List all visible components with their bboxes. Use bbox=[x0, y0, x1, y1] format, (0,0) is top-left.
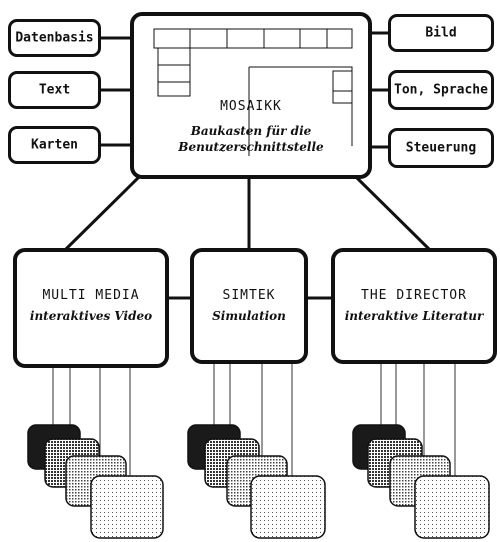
drop-lines bbox=[52, 363, 456, 478]
module-title: SIMTEK bbox=[222, 288, 276, 303]
module-subtitle: interaktive Literatur bbox=[344, 309, 484, 323]
node-ton-sprache: Ton, Sprache bbox=[388, 70, 494, 110]
node-label: Text bbox=[38, 82, 71, 98]
center-title: MOSAIKK bbox=[220, 99, 282, 114]
node-label: Datenbasis bbox=[15, 30, 94, 46]
center-mosaikk-box: MOSAIKK Baukasten für die Benutzerschnit… bbox=[130, 12, 372, 179]
connectors-modules bbox=[63, 174, 432, 300]
node-label: Ton, Sprache bbox=[394, 82, 488, 98]
module-subtitle: interaktives Video bbox=[29, 309, 153, 323]
module-multimedia: MULTI MEDIA interaktives Video bbox=[13, 248, 169, 368]
node-label: Steuerung bbox=[405, 140, 477, 156]
center-subtitle-line1: Baukasten für die bbox=[190, 124, 312, 138]
module-director: THE DIRECTOR interaktive Literatur bbox=[331, 248, 497, 364]
module-simtek: SIMTEK Simulation bbox=[190, 248, 308, 364]
node-karten: Karten bbox=[8, 126, 101, 164]
node-datenbasis: Datenbasis bbox=[8, 19, 101, 57]
node-text: Text bbox=[8, 71, 101, 109]
node-label: Karten bbox=[31, 137, 78, 153]
node-bild: Bild bbox=[388, 14, 494, 52]
node-steuerung: Steuerung bbox=[388, 128, 494, 168]
module-subtitle: Simulation bbox=[212, 309, 286, 323]
ui-grid-sketch bbox=[153, 28, 353, 156]
tile-stack-multimedia bbox=[27, 424, 164, 539]
connectors-side bbox=[100, 31, 390, 149]
module-title: MULTI MEDIA bbox=[42, 288, 140, 303]
tile-stack-simtek bbox=[187, 424, 326, 539]
node-label: Bild bbox=[425, 25, 457, 41]
tile-stack-director bbox=[352, 424, 490, 539]
module-title: THE DIRECTOR bbox=[361, 288, 467, 303]
center-subtitle-line2: Benutzerschnittstelle bbox=[178, 140, 324, 154]
